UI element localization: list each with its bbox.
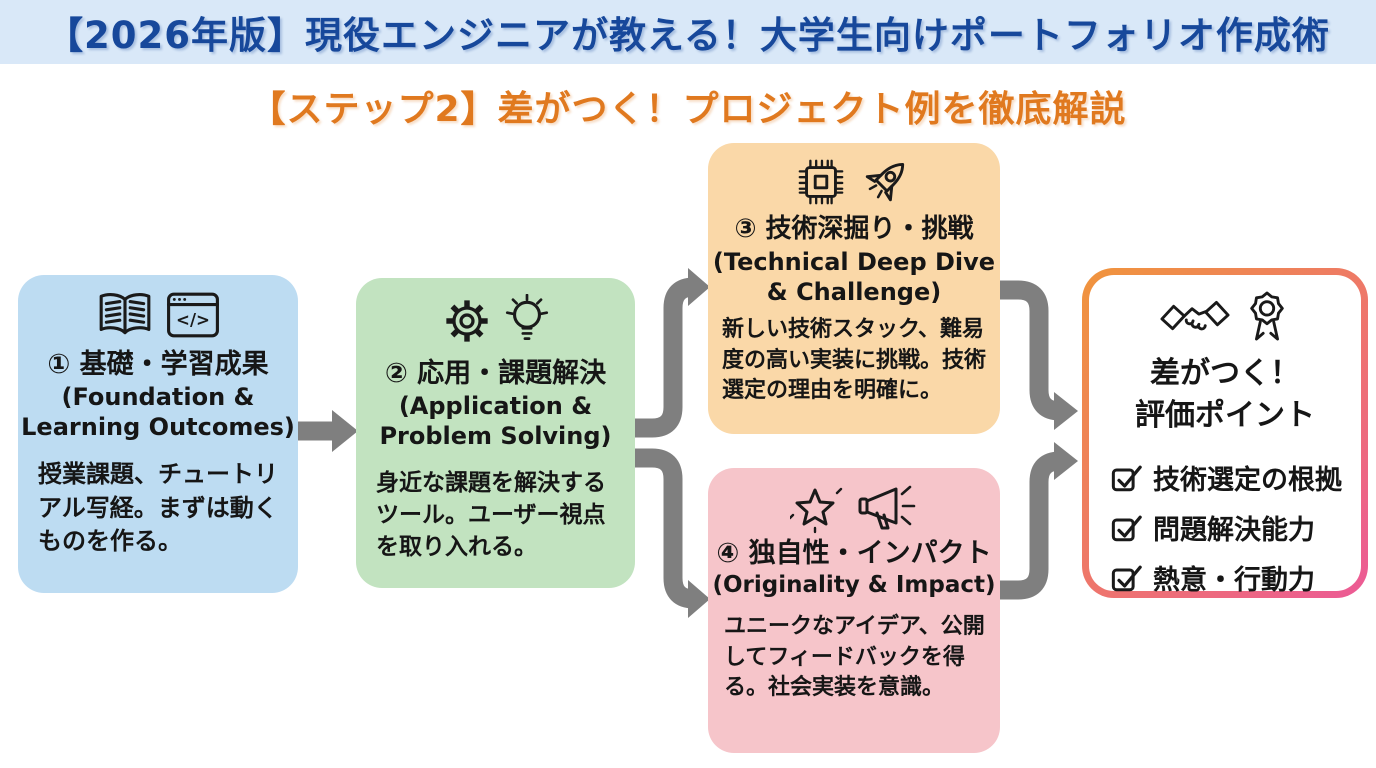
checklist-label: 問題解決能力 bbox=[1153, 515, 1315, 546]
box-body: 授業課題、チュートリアル写経。まずは動くものを作る。 bbox=[38, 460, 278, 556]
subtitle: 【ステップ2】差がつく！プロジェクト例を徹底解説 bbox=[249, 89, 1127, 130]
goal-title-line2: 評価ポイント bbox=[1135, 398, 1315, 433]
arrow-application-to-originality bbox=[634, 448, 710, 618]
icon-row bbox=[442, 294, 550, 348]
box-title-jp: ① 基礎・学習成果 bbox=[47, 349, 269, 380]
banner: 【2026年版】現役エンジニアが教える！大学生向けポートフォリオ作成術 bbox=[0, 0, 1376, 64]
goal-title-line1: 差がつく！ bbox=[1150, 356, 1300, 391]
evaluation-checklist: 技術選定の根拠 問題解決能力 熱意・行動力 bbox=[1089, 447, 1361, 597]
handshake-icon bbox=[1160, 300, 1230, 331]
checklist-item: 問題解決能力 bbox=[1111, 508, 1361, 547]
checklist-item: 熱意・行動力 bbox=[1111, 558, 1361, 597]
step-box-foundation: </> ① 基礎・学習成果 (Foundation & Learning Out… bbox=[18, 275, 298, 593]
box-title-jp: ② 応用・課題解決 bbox=[384, 358, 607, 389]
arrow-originality-to-goal bbox=[1000, 442, 1078, 600]
step-box-application: ② 応用・課題解決 (Application & Problem Solving… bbox=[356, 278, 635, 588]
icon-row bbox=[794, 155, 914, 209]
page-title: 【2026年版】現役エンジニアが教える！大学生向けポートフォリオ作成術 bbox=[46, 14, 1330, 57]
step-box-originality: ④ 独自性・インパクト (Originality & Impact) ユニークな… bbox=[708, 468, 1000, 753]
lightbulb-icon bbox=[505, 294, 548, 341]
arrow-foundation-to-application bbox=[296, 410, 358, 452]
box-title-jp: ③ 技術深掘り・挑戦 bbox=[734, 214, 974, 244]
box-title-en: (Foundation & Learning Outcomes) bbox=[21, 383, 295, 442]
rocket-icon bbox=[865, 162, 905, 202]
box-body: 身近な課題を解決するツール。ユーザー視点を取り入れる。 bbox=[376, 470, 606, 561]
box-body: ユニークなアイデア、公開してフィードバックを得る。社会実装を意識。 bbox=[724, 613, 985, 701]
cpu-chip-icon bbox=[798, 159, 844, 205]
step-box-deepdive: ③ 技術深掘り・挑戦 (Technical Deep Dive & Challe… bbox=[708, 143, 1000, 434]
checklist-item: 技術選定の根拠 bbox=[1111, 458, 1361, 497]
checklist-label: 熱意・行動力 bbox=[1153, 565, 1315, 596]
box-title-jp: ④ 独自性・インパクト bbox=[716, 538, 992, 569]
icon-row bbox=[790, 482, 918, 534]
box-title-en: (Application & Problem Solving) bbox=[379, 392, 612, 451]
svg-text:</>: </> bbox=[176, 310, 210, 329]
goal-box-evaluation-points: 差がつく！ 評価ポイント 技術選定の根拠 問題解決能力 bbox=[1082, 268, 1368, 598]
code-window-icon: </> bbox=[167, 292, 219, 338]
icon-row bbox=[1160, 289, 1290, 345]
goal-title: 差がつく！ 評価ポイント bbox=[1135, 353, 1315, 437]
checklist-label: 技術選定の根拠 bbox=[1153, 465, 1342, 496]
open-book-icon bbox=[99, 293, 151, 335]
icon-row: </> bbox=[96, 291, 220, 339]
box-body: 新しい技術スタック、難易度の高い実装に挑戦。技術選定の理由を明確に。 bbox=[722, 316, 987, 404]
box-title-en: (Technical Deep Dive & Challenge) bbox=[712, 247, 996, 306]
arrow-deepdive-to-goal bbox=[1000, 280, 1078, 430]
box-title-en: (Originality & Impact) bbox=[712, 572, 996, 599]
checkbox-checked-icon bbox=[1111, 465, 1142, 491]
checkbox-checked-icon bbox=[1111, 565, 1142, 591]
checkbox-checked-icon bbox=[1111, 515, 1142, 541]
award-ribbon-icon bbox=[1250, 291, 1284, 341]
arrow-application-to-deepdive bbox=[634, 268, 710, 438]
megaphone-icon bbox=[858, 485, 916, 530]
gear-icon bbox=[445, 300, 488, 342]
sparkle-star-icon bbox=[790, 487, 843, 534]
